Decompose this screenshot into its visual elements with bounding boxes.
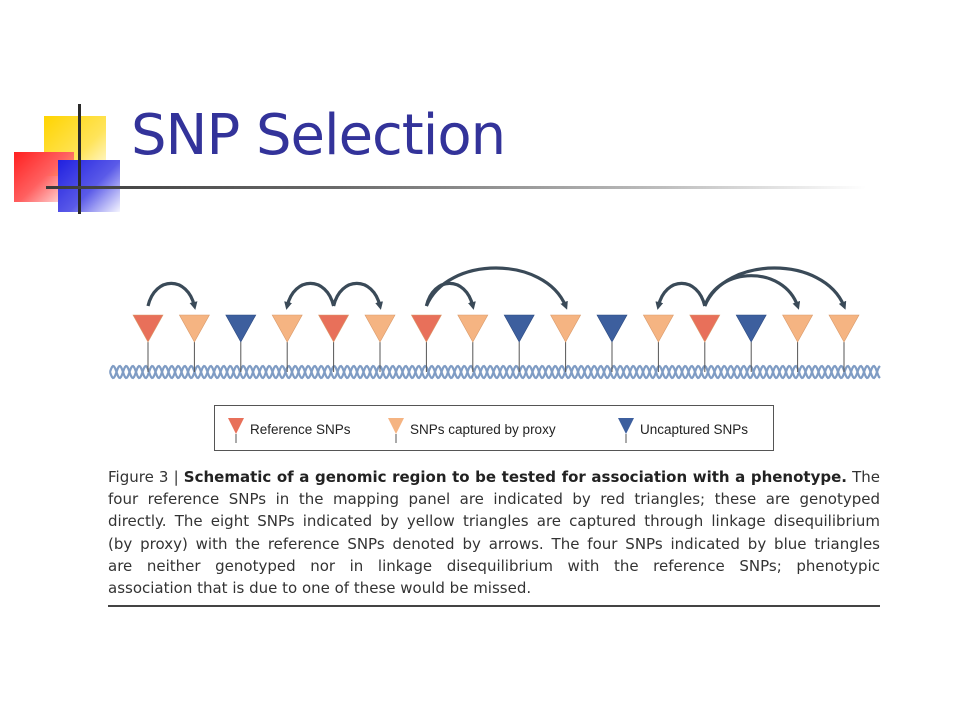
caption-line-3: directly. The eight SNPs indicated by ye…	[108, 512, 880, 531]
caption-heading: Schematic of a genomic region to be test…	[183, 468, 847, 486]
yellow-triangle-icon	[388, 418, 404, 443]
snp-proxy-triangle	[828, 314, 860, 343]
snp-reference-triangle	[132, 314, 164, 343]
title-underline	[46, 186, 866, 189]
legend-label-reference: Reference SNPs	[250, 421, 351, 437]
slide-title: SNP Selection	[131, 103, 506, 168]
ld-arrow	[332, 281, 383, 310]
caption-line-2: four reference SNPs in the mapping panel…	[108, 490, 880, 509]
snp-proxy-triangle	[782, 314, 814, 343]
caption-line-6: association that is due to one of these …	[108, 579, 532, 598]
ld-arrow	[146, 281, 198, 310]
snp-stems	[147, 342, 845, 372]
snp-proxy-triangle	[550, 314, 582, 343]
logo-vertical-line	[78, 104, 81, 214]
snp-uncaptured-triangle	[503, 314, 535, 343]
snp-proxy-triangle	[364, 314, 396, 343]
legend-item-uncaptured: Uncaptured SNPs	[617, 406, 748, 452]
dna-strand-1	[108, 364, 881, 380]
caption-figure-label: Figure 3 |	[108, 468, 184, 486]
snp-proxy-triangle	[178, 314, 210, 343]
legend-label-uncaptured: Uncaptured SNPs	[640, 421, 749, 437]
caption-line-4: (by proxy) with the reference SNPs denot…	[108, 534, 880, 553]
caption-bottom-rule	[108, 605, 880, 607]
ld-arrow	[703, 266, 847, 310]
ld-arrow	[655, 281, 707, 310]
legend-label-proxy: SNPs captured by proxy	[410, 421, 556, 437]
snp-uncaptured-triangle	[596, 314, 628, 343]
ld-arrow	[703, 274, 801, 310]
snp-reference-triangle	[318, 314, 350, 343]
ld-arrows	[146, 266, 847, 310]
snp-reference-triangle	[410, 314, 442, 343]
ld-arrow	[424, 266, 568, 310]
snp-uncaptured-triangle	[735, 314, 767, 343]
caption-line-1: Figure 3 | Schematic of a genomic region…	[108, 466, 880, 488]
caption-line-5: are neither genotyped nor in linkage dis…	[108, 556, 880, 575]
snp-uncaptured-triangle	[225, 314, 257, 343]
legend: Reference SNPs SNPs captured by proxy Un…	[214, 405, 774, 451]
blue-triangle-icon	[618, 418, 634, 443]
snp-proxy-triangle	[271, 314, 303, 343]
legend-item-reference: Reference SNPs	[227, 406, 351, 452]
snp-proxy-triangle	[457, 314, 489, 343]
dna-helix	[108, 364, 881, 380]
snp-diagram	[108, 266, 881, 380]
ld-arrow	[284, 281, 336, 310]
red-triangle-icon	[228, 418, 244, 443]
figure-caption: Figure 3 | Schematic of a genomic region…	[108, 466, 880, 599]
legend-item-proxy: SNPs captured by proxy	[387, 406, 556, 452]
snp-markers	[132, 314, 860, 343]
snp-reference-triangle	[689, 314, 721, 343]
caption-line-1-tail: The	[846, 468, 881, 486]
snp-proxy-triangle	[642, 314, 674, 343]
